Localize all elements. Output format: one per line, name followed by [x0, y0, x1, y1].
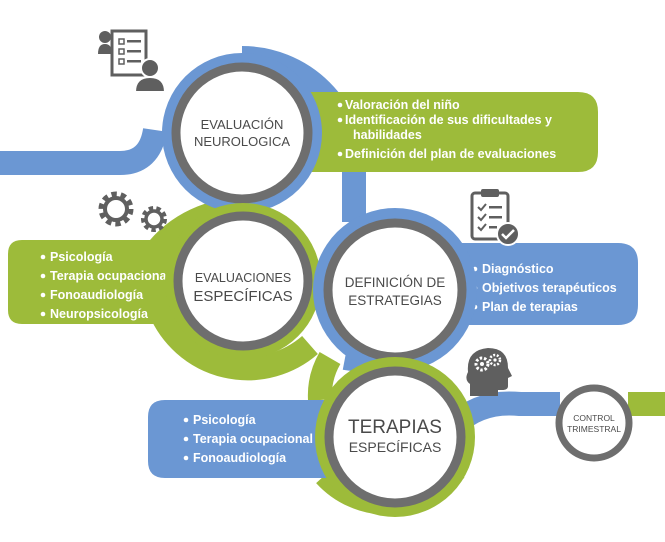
control-trimestral-circle: CONTROL TRIMESTRAL [555, 384, 633, 462]
checklist-icon [470, 189, 520, 246]
ribbon-segment-entry [0, 127, 167, 175]
step-1-circle: EVALUACIÓN NEUROLOGICA [162, 53, 322, 213]
step-1-bullet-2-cont: habilidades [353, 128, 422, 142]
step-1-bullet-2: Identificación de sus dificultades y [345, 113, 552, 127]
step-3-title-line-2: ESTRATEGIAS [348, 293, 442, 308]
step-4-bullet-3: Fonoaudiología [193, 451, 287, 465]
step-4-title-line-1: TERAPIAS [348, 417, 442, 438]
step-3-circle: DEFINICIÓN DE ESTRATEGIAS [313, 208, 477, 372]
step-1-title-line-2: NEUROLOGICA [194, 134, 290, 149]
step-4-circle: TERAPIAS ESPECÍFICAS [315, 357, 475, 517]
svg-text:habilidades: habilidades [353, 128, 422, 142]
ribbon-segment-2-lower [148, 305, 318, 381]
step-2-bullet-3: Fonoaudiología [50, 288, 144, 302]
step-3-bullet-3: Plan de terapias [482, 300, 578, 314]
step-3-card: Diagnóstico Objetivos terapéuticos Plan … [430, 243, 638, 325]
step-2-title-line-2: ESPECÍFICAS [193, 288, 292, 305]
step-3-bullet-2: Objetivos terapéuticos [482, 281, 617, 295]
step-4-bullet-1: Psicología [193, 413, 257, 427]
step-2-bullet-2: Terapia ocupacional [50, 269, 170, 283]
step-2-circle: EVALUACIONES ESPECÍFICAS [165, 203, 321, 359]
svg-text:Identificación de sus dificult: Identificación de sus dificultades y [345, 113, 552, 127]
step-4-title-line-2: ESPECÍFICAS [349, 439, 442, 455]
evaluation-form-icon [98, 29, 167, 93]
step-1-bullet-1: Valoración del niño [345, 98, 460, 112]
step-4-card: Psicología Terapia ocupacional Fonoaudio… [148, 400, 365, 478]
control-title-line-2: TRIMESTRAL [567, 424, 621, 434]
step-1-card: Valoración del niño Identificación de su… [300, 92, 598, 172]
step-2-bullet-4: Neuropsicología [50, 307, 149, 321]
step-2-bullet-1: Psicología [50, 250, 114, 264]
svg-text:Valoración del niño: Valoración del niño [345, 98, 460, 112]
gears-icon [98, 191, 167, 232]
step-4-bullet-2: Terapia ocupacional [193, 432, 313, 446]
step-3-title-line-1: DEFINICIÓN DE [345, 275, 446, 290]
ribbon-segment-3-4-green [307, 351, 341, 401]
control-title-line-1: CONTROL [573, 413, 615, 423]
step-2-title-line-1: EVALUACIONES [195, 271, 291, 285]
step-3-bullet-1: Diagnóstico [482, 262, 554, 276]
svg-text:Definición del plan de evaluac: Definición del plan de evaluaciones [345, 147, 556, 161]
step-1-bullet-3: Definición del plan de evaluaciones [345, 147, 556, 161]
head-gears-icon [466, 348, 512, 396]
step-1-title-line-1: EVALUACIÓN [201, 117, 284, 132]
